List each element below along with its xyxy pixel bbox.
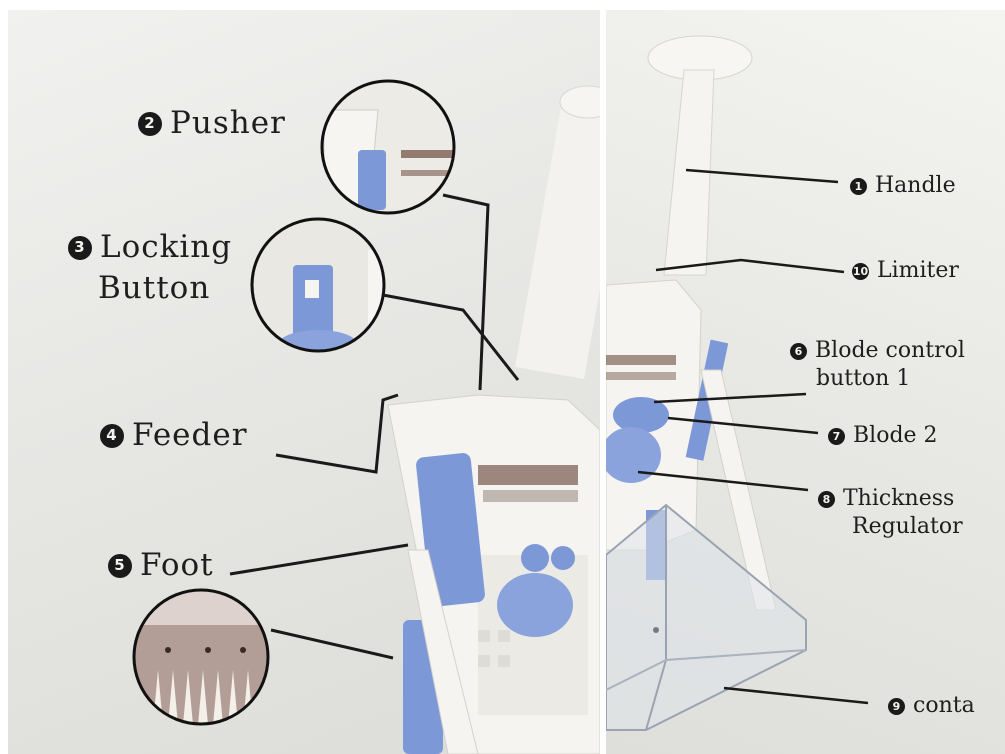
locking-button-detail-circle: [248, 215, 388, 360]
right-photo-panel: 1 Handle 10 Limiter 6 Blode control butt…: [606, 10, 1005, 754]
callout-thickness-regulator: 8 Thickness Regulator: [818, 488, 963, 538]
callout-feeder: 4 Feeder: [100, 420, 248, 451]
blade-detail-circle: [133, 590, 273, 730]
callout-text-line2: Regulator: [852, 516, 963, 538]
callout-text: Feeder: [132, 420, 248, 451]
pusher-detail-circle: [318, 80, 458, 220]
callout-limiter: 10 Limiter: [852, 260, 959, 282]
callout-number-badge: 9: [888, 698, 905, 715]
clear-container-tray: [606, 505, 806, 730]
callout-text-line2: Button: [98, 273, 210, 304]
callout-number-badge: 5: [108, 554, 132, 578]
chopper-body: [388, 395, 600, 754]
callout-text: Foot: [140, 550, 214, 581]
callout-number-badge: 1: [850, 178, 867, 195]
callout-foot: 5 Foot: [108, 550, 214, 581]
handle-plunger: [648, 36, 752, 275]
callout-pusher: 2 Pusher: [138, 108, 286, 139]
callout-locking-button: 3 Locking Button: [68, 232, 232, 304]
callout-text: conta: [913, 695, 975, 717]
callout-number-badge: 4: [100, 424, 124, 448]
callout-number-badge: 8: [818, 491, 835, 508]
callout-number-badge: 10: [852, 263, 869, 280]
callout-text: Blode 2: [853, 425, 938, 447]
callout-text: Handle: [875, 175, 956, 197]
callout-text: Pusher: [170, 108, 286, 139]
callout-number-badge: 6: [790, 343, 807, 360]
callout-handle: 1 Handle: [850, 175, 956, 197]
left-product-illustration: [8, 10, 600, 754]
handle-column: [515, 86, 600, 379]
left-photo-panel: 2 Pusher 3 Locking Button 4 Feeder 5 Foo…: [8, 10, 600, 754]
callout-number-badge: 7: [828, 428, 845, 445]
callout-text-line1: Locking: [100, 232, 232, 263]
callout-text: Limiter: [877, 260, 959, 282]
callout-number-badge: 3: [68, 236, 92, 260]
callout-number-badge: 2: [138, 112, 162, 136]
callout-blode-control-button: 6 Blode control button 1: [790, 340, 965, 390]
callout-text-line2: button 1: [816, 368, 910, 390]
callout-container: 9 conta: [888, 695, 975, 717]
callout-text-line1: Thickness: [843, 488, 954, 510]
callout-text-line1: Blode control: [815, 340, 965, 362]
callout-blode-2: 7 Blode 2: [828, 425, 938, 447]
